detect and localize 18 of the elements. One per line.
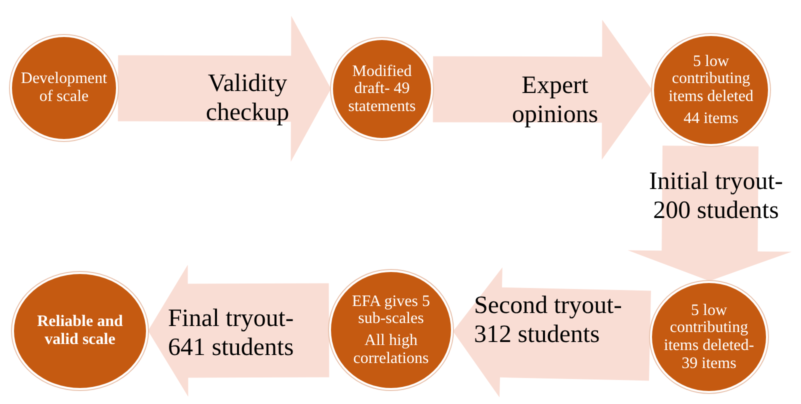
- edge-label: Expert opinions: [510, 72, 600, 130]
- edge-label: Second tryout- 312 students: [474, 292, 623, 350]
- block-arrow: [432, 20, 652, 160]
- block-arrow: [453, 267, 651, 398]
- node-text: 5 low contributing items deleted- 39 items: [662, 302, 756, 372]
- node-text: All high correlations: [352, 332, 430, 368]
- node-text: Modified draft- 49 statements: [347, 62, 417, 116]
- block-arrow: [118, 16, 331, 162]
- node-text: 44 items: [684, 110, 738, 128]
- edge-label: Initial tryout- 200 students: [648, 168, 784, 226]
- node-text: EFA gives 5 sub-scales: [351, 292, 431, 328]
- edge-label: Final tryout- 641 students: [168, 305, 295, 362]
- node-text: Reliable and valid scale: [36, 313, 124, 349]
- edge-label: Validity checkup: [204, 70, 290, 128]
- block-arrow: [628, 146, 792, 281]
- node-text: Development of scale: [20, 70, 108, 106]
- block-arrow: [148, 264, 330, 397]
- node-text: 5 low contributing items deleted: [668, 52, 754, 106]
